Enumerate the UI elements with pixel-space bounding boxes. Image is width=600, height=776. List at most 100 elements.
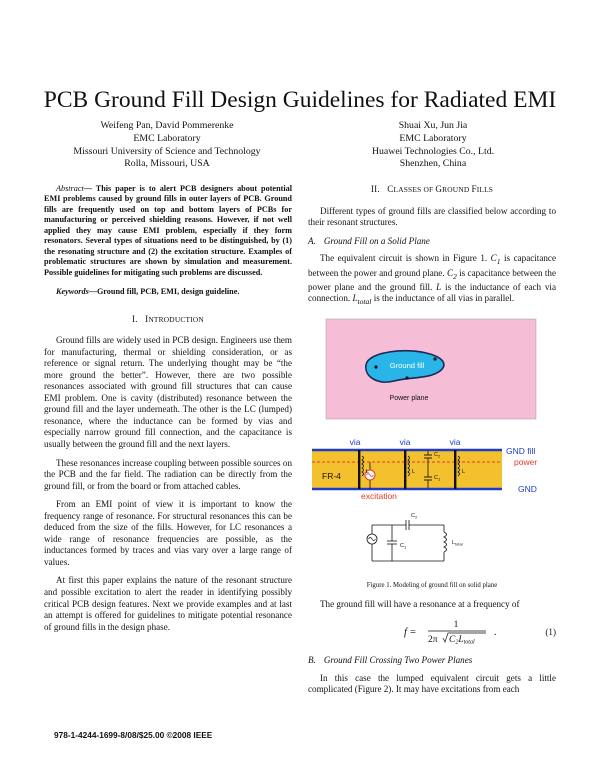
equation-two-pi: 2π	[428, 635, 438, 645]
equation-number: (1)	[545, 627, 556, 638]
subsection-title: Ground Fill on a Solid Plane	[323, 235, 430, 246]
inductor-label: L	[462, 469, 465, 475]
author-block-2: Shuai Xu, Jun Jia EMC Laboratory Huawei …	[318, 120, 548, 171]
section-title-initial: I	[145, 313, 149, 324]
section-title-part: LASSES OF	[393, 185, 436, 194]
inductor-icon	[457, 455, 460, 477]
equation-l: L	[457, 635, 463, 645]
author-block-1: Weifeng Pan, David Pommerenke EMC Labora…	[42, 120, 292, 171]
capacitor-label-c2: C	[434, 452, 438, 458]
intro-paragraph: From an EMI point of view it is importan…	[44, 499, 292, 567]
subsection-heading-b: B.Ground Fill Crossing Two Power Planes	[308, 655, 556, 667]
power-plane-label: Power plane	[390, 395, 429, 402]
resonance-paragraph: The ground fill will have a resonance at…	[320, 598, 520, 609]
schematic-sub-c1: 1	[404, 544, 407, 549]
schematic-label: C1	[400, 543, 407, 550]
text-run: is the inductance of each via connection…	[308, 281, 556, 304]
sine-icon	[366, 472, 374, 477]
author-institution: Huawei Technologies Co., Ltd.	[371, 145, 495, 157]
gnd-label: GND	[518, 484, 537, 494]
author-institution: Missouri University of Science and Techn…	[73, 145, 261, 157]
paper-title: PCB Ground Fill Design Guidelines for Ra…	[43, 87, 557, 113]
abstract-lead: Abstract	[56, 184, 84, 193]
equation-l-sub: total	[464, 640, 475, 646]
capacitor-label-c1: C	[434, 475, 438, 481]
abstract: Abstract— This paper is to alert PCB des…	[44, 184, 292, 278]
author-location: Rolla, Missouri, USA	[124, 158, 210, 170]
equation-equals: =	[410, 627, 416, 638]
schematic-sub-c2: 2	[415, 514, 418, 519]
subsection-heading-a: A.Ground Fill on a Solid Plane	[308, 236, 556, 248]
capacitor-sub-c2: 2	[438, 453, 441, 458]
copyright-footer: 978-1-4244-1699-8/08/$25.00 ©2008 IEEE	[54, 730, 213, 740]
capacitor-label: C2	[434, 452, 441, 459]
intro-paragraph: These resonances increase coupling betwe…	[44, 457, 292, 491]
equation-c: C	[449, 635, 456, 645]
keywords: Keywords—Ground fill, PCB, EMI, design g…	[44, 287, 292, 297]
ground-fill-label: Ground fill	[390, 361, 425, 370]
schematic-label-ltotal: L	[452, 540, 455, 546]
equation-c-sub: 2	[455, 640, 458, 646]
inductor-label: L	[366, 469, 369, 475]
schematic-label: Ltotal	[452, 540, 463, 547]
section-number: II.	[370, 184, 380, 194]
text-run: is capacitance between the power plane a…	[308, 267, 556, 292]
symbol-subscript: 1	[496, 257, 501, 266]
via-label: via	[450, 437, 461, 447]
gnd-fill-label: GND fill	[506, 446, 535, 456]
intro-paragraph: Ground fills are widely used in PCB desi…	[44, 335, 292, 449]
schematic-label: C2	[411, 513, 418, 520]
keywords-dash: —	[88, 287, 97, 297]
via-label: via	[350, 437, 361, 447]
fr4-substrate	[312, 450, 502, 489]
section-heading-classes: II. CLASSES OF GROUND FILLS	[308, 184, 556, 196]
schematic-sub-ltotal: total	[455, 541, 463, 546]
author-affiliation: EMC Laboratory	[399, 132, 467, 144]
figure-1-caption: Figure 1. Modeling of ground fill on sol…	[366, 581, 498, 589]
inductor-icon	[361, 455, 364, 477]
abstract-text: This paper is to alert PCB designers abo…	[44, 184, 292, 277]
via-label: via	[400, 437, 411, 447]
section-heading-introduction: I. INTRODUCTION	[44, 314, 292, 326]
right-column: II. CLASSES OF GROUND FILLS Different ty…	[308, 184, 556, 703]
author-names: Weifeng Pan, David Pommerenke	[100, 120, 234, 131]
equivalent-circuit	[371, 519, 447, 562]
symbol: C	[490, 253, 497, 264]
via-dot	[405, 376, 409, 380]
figure1-description-paragraph: The equivalent circuit is shown in Figur…	[308, 253, 556, 308]
capacitor-sub-c1: 1	[438, 476, 441, 481]
section-title-part: ILLS	[476, 185, 494, 194]
subsection-label: B.	[308, 655, 316, 666]
subsection-b-paragraph: In this case the lumped equivalent circu…	[308, 672, 556, 695]
via-dot	[433, 357, 437, 361]
sqrt-sign	[442, 633, 486, 644]
section-title-part: G	[435, 184, 443, 194]
text-run: is capacitance between the power and gro…	[308, 253, 556, 278]
capacitor-label: C1	[434, 475, 441, 482]
author-names: Shuai Xu, Jun Jia	[398, 120, 468, 131]
equation-numerator: 1	[454, 620, 459, 630]
author-affiliation: EMC Laboratory	[133, 132, 201, 144]
classes-intro-paragraph: Different types of ground fills are clas…	[308, 205, 556, 228]
via	[358, 449, 361, 489]
excitation-label: excitation	[361, 491, 397, 501]
symbol: L	[436, 281, 442, 292]
power-label: power	[514, 457, 537, 467]
section-title-rest: NTRODUCTION	[148, 314, 204, 324]
equation-1-body: f = 1 2π C2Ltotal .	[404, 620, 497, 646]
symbol-subscript: 2	[453, 271, 457, 281]
schematic-label-c2: C	[411, 513, 415, 519]
keywords-text: Ground fill, PCB, EMI, design guideline.	[96, 287, 240, 297]
symbol: L	[352, 293, 358, 304]
left-column: Abstract — This paper is to alert PCB des…	[44, 184, 292, 640]
figure-1: Ground fill Power plane L	[308, 315, 556, 573]
inductor-label: L	[412, 469, 415, 475]
equation-period: .	[494, 627, 497, 638]
figure-1-drawing: Ground fill Power plane L	[312, 318, 537, 562]
author-location: Shenzhen, China	[399, 158, 467, 170]
via	[454, 449, 457, 489]
equation-symbols: C2Ltotal	[449, 635, 475, 646]
fr4-label: FR-4	[322, 471, 341, 481]
symbol: C	[446, 267, 454, 278]
